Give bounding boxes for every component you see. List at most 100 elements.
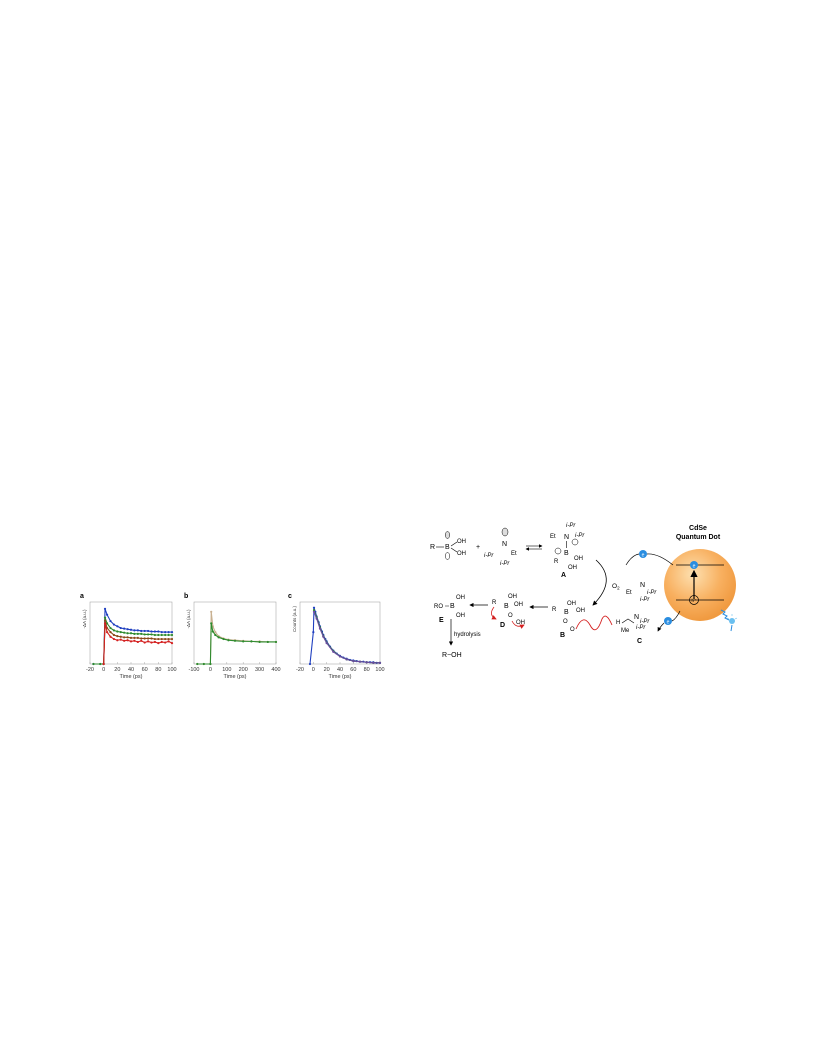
series-line [197,611,276,665]
data-point [274,640,278,644]
data-point [136,629,139,632]
reaction-scheme: CdSe Quantum Dot e h⁺ e e R B OH OH [430,523,738,659]
data-point [332,650,335,653]
svg-text:O: O [508,613,513,619]
svg-text:O: O [570,627,575,633]
data-point [167,633,170,637]
data-point [164,641,167,644]
data-point [164,633,167,637]
data-point [146,633,150,636]
oxygen-label: O2 [612,583,620,591]
data-point [109,635,112,638]
data-point [150,633,153,636]
x-axis-label: Time (ps) [328,674,351,680]
data-point [153,640,157,644]
empty-p-orbital [445,531,450,539]
data-point [103,616,107,619]
svg-text:R: R [552,607,557,613]
intermediate-D: OH R B OH O OH D [491,594,525,629]
electron-transfer-bottom [664,617,672,625]
svg-text:H: H [616,620,620,626]
x-tick-label: 20 [114,667,120,673]
data-point [129,640,133,643]
data-point [102,662,105,666]
data-point [123,631,126,634]
series-line [197,623,276,665]
svg-text:i-Pr: i-Pr [566,523,576,529]
data-point [160,637,163,641]
x-axis-label: Time (ps) [119,674,142,680]
data-point [258,640,261,644]
svg-text:OH: OH [508,594,517,600]
data-point [103,607,107,610]
data-point [214,633,217,637]
data-point [250,640,253,643]
data-point [140,632,143,635]
data-point [143,633,146,636]
data-point [312,606,316,609]
svg-text:OH: OH [457,539,466,545]
plus-sign: + [476,544,480,551]
data-point [153,633,157,637]
data-point [126,639,129,642]
boronic-acid: R B OH OH [430,531,466,560]
data-point [378,661,382,664]
svg-text:i-Pr: i-Pr [647,590,657,596]
data-point [211,630,214,633]
data-point [160,631,163,634]
data-point [140,629,143,633]
svg-text:B: B [445,544,450,551]
svg-text:OH: OH [576,608,585,614]
data-point [133,632,136,635]
data-point [103,622,107,625]
data-point [164,631,167,634]
panel-label: a [80,593,84,600]
data-point [129,632,133,635]
data-point [126,632,129,635]
data-point [338,655,342,658]
svg-text:OH: OH [456,595,465,601]
svg-text:Et: Et [511,551,517,557]
x-tick-label: -100 [188,667,199,673]
quantum-dot: CdSe Quantum Dot e h⁺ [664,525,736,621]
x-tick-label: 400 [271,667,280,673]
light-icon [720,609,738,632]
plot-frame [299,601,381,665]
data-point [315,617,318,620]
svg-text:C: C [637,638,642,645]
data-point [210,610,213,613]
x-tick-label: 100 [222,667,231,673]
svg-text:OH: OH [516,620,525,626]
svg-text:OH: OH [568,565,577,571]
intermediate-B: OH R B OH O O B [552,601,585,639]
y-axis-label: -ΔA (a.u.) [186,609,191,629]
data-point [233,639,237,642]
x-tick-label: -20 [296,667,304,673]
electron-transfer-top [639,550,647,558]
data-point [318,627,322,630]
data-point [92,662,95,666]
data-point [196,662,199,666]
data-point [109,619,112,623]
svg-text:N: N [634,614,639,621]
data-point [99,662,102,666]
data-point [126,628,129,631]
data-point [112,629,116,632]
series-line [103,623,173,665]
data-point [157,637,160,641]
data-point [105,613,109,616]
data-point [160,633,163,637]
svg-text:i-Pr: i-Pr [640,597,650,603]
qd-hole [689,595,699,605]
data-point [136,640,139,644]
svg-text:i-Pr: i-Pr [640,619,650,625]
data-point [153,637,157,641]
oxygen-arrow [592,559,607,606]
qd-sphere [664,549,736,621]
data-point [140,639,143,642]
svg-text:OH: OH [457,551,466,557]
x-axis-label: Time (ps) [223,674,246,680]
svg-text:Me: Me [621,628,630,634]
